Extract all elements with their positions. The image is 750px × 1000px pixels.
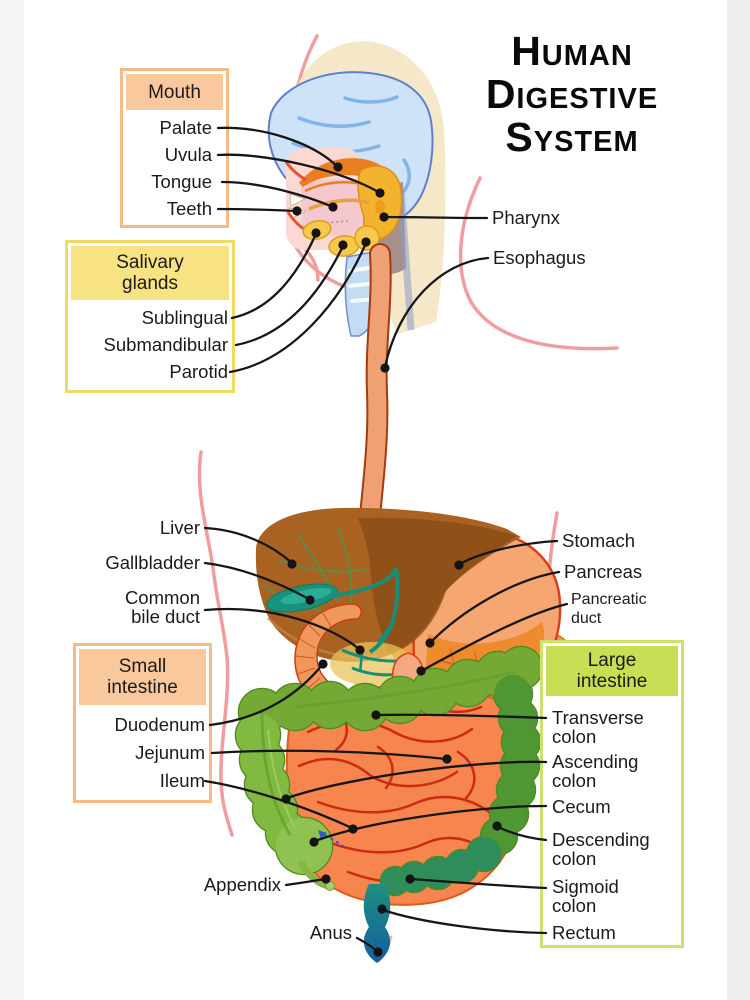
- label-appendix: Appendix: [203, 874, 281, 895]
- title-line-2: Digestive: [485, 71, 659, 117]
- title-line-1: Human: [511, 28, 633, 74]
- page-margin-right: [727, 0, 750, 1000]
- label-rectum: Rectum: [552, 922, 616, 943]
- label-teeth: Teeth: [166, 198, 212, 219]
- large-intestine-box: Large intestine: [540, 640, 684, 948]
- label-sigmoid-colon: Sigmoid colon: [552, 876, 619, 916]
- large-intestine-box-header: Large intestine: [546, 646, 678, 696]
- mouth-box-header: Mouth: [126, 74, 223, 110]
- label-sublingual: Sublingual: [141, 307, 228, 328]
- head-anatomy: [267, 41, 446, 337]
- label-ileum: Ileum: [159, 770, 205, 791]
- mouth-box: Mouth: [120, 68, 229, 228]
- label-descending-colon: Descending colon: [552, 829, 650, 869]
- label-stomach: Stomach: [562, 530, 636, 551]
- label-pancreatic-duct: Pancreatic duct: [571, 591, 647, 627]
- label-gallbladder: Gallbladder: [105, 552, 200, 573]
- label-cecum: Cecum: [552, 796, 611, 817]
- rectum-shape: [363, 884, 391, 963]
- label-common-bile-duct: Common bile duct: [124, 587, 200, 627]
- label-ascending-colon: Ascending colon: [552, 751, 639, 791]
- label-uvula: Uvula: [164, 144, 212, 165]
- small-intestine-box: Small intestine: [73, 643, 212, 803]
- page-title: Human Digestive System: [452, 30, 692, 159]
- label-liver: Liver: [159, 517, 200, 538]
- small-intestine-box-header: Small intestine: [79, 649, 206, 705]
- label-pharynx: Pharynx: [492, 207, 560, 228]
- page-margin-left: [0, 0, 24, 1000]
- label-parotid: Parotid: [169, 361, 228, 382]
- label-submandibular: Submandibular: [103, 334, 228, 355]
- label-transverse-colon: Transverse colon: [552, 707, 644, 747]
- label-anus: Anus: [309, 922, 352, 943]
- label-tongue: Tongue: [151, 171, 212, 192]
- title-line-3: System: [505, 114, 639, 160]
- salivary-glands-box-header: Salivary glands: [71, 246, 229, 300]
- salivary-glands-box: Salivary glands: [65, 240, 235, 393]
- label-jejunum: Jejunum: [135, 742, 205, 763]
- label-palate: Palate: [159, 117, 212, 138]
- esophagus-shape: [358, 243, 392, 538]
- label-pancreas: Pancreas: [564, 561, 643, 582]
- label-esophagus: Esophagus: [493, 247, 586, 268]
- label-duodenum: Duodenum: [114, 714, 205, 735]
